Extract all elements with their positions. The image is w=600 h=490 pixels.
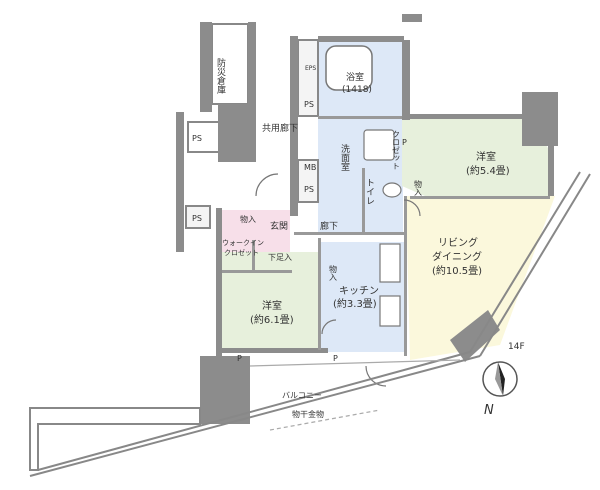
bathtub: [325, 45, 373, 91]
western-room-north-size: (約5.4畳): [466, 164, 510, 177]
p-label-2: P: [333, 354, 338, 363]
living-label-1: リビング: [438, 236, 478, 249]
living-dining-area: [406, 196, 555, 360]
kitchen-name: キッチン: [339, 285, 379, 297]
bathroom-size: (1418): [342, 85, 372, 95]
walk-in-closet-label-1: ウォークイン: [222, 239, 264, 247]
balcony: [29, 171, 591, 477]
bathroom-name: 浴室: [346, 71, 364, 83]
eps-label: EPS: [305, 65, 316, 72]
door-swings: [255, 173, 421, 387]
p-label-1: P: [237, 354, 242, 363]
stove: [379, 243, 401, 283]
ps-label-4: PS: [192, 214, 202, 223]
western-room-south-size: (約6.1畳): [250, 313, 294, 326]
washroom-label: 洗面室: [339, 143, 350, 171]
kitchen-size: (約3.3畳): [333, 297, 377, 310]
storage-label-kitchen: 物入: [329, 264, 338, 281]
kitchen-sink: [379, 295, 401, 327]
partitions: [222, 116, 550, 356]
north-compass-icon: [482, 361, 518, 397]
western-room-north-name: 洋室: [476, 150, 496, 163]
ps-label-2: PS: [304, 185, 314, 194]
floor-label: 14F: [508, 342, 525, 352]
toilet-label: トイレ: [364, 178, 375, 205]
western-room-north-area: [402, 118, 548, 196]
storage-label-entrance: 物入: [240, 214, 256, 224]
common-corridor-label: 共用廊下: [262, 122, 298, 134]
hallway-label: 廊下: [320, 220, 338, 232]
storage-label-1: 防災倉庫: [215, 57, 226, 95]
toilet-fixture: [382, 182, 402, 198]
mb-label: MB: [304, 163, 316, 172]
p-label-3: P: [402, 138, 407, 147]
storage-label-north: 物入: [414, 179, 423, 196]
living-label-2: ダイニング: [432, 250, 482, 263]
western-room-south-name: 洋室: [262, 299, 282, 312]
closet-label-north: クロゼット: [392, 130, 401, 170]
north-label: N: [484, 403, 494, 418]
shoe-cabinet-label: 下足入: [268, 253, 292, 262]
western-room-south-area: [218, 252, 320, 352]
clothes-hanger-label: 物干金物: [292, 409, 324, 419]
walk-in-closet-label-2: クロゼット: [224, 248, 259, 257]
entrance-label: 玄関: [270, 220, 288, 232]
ps-label-1: PS: [304, 100, 314, 109]
balcony-label: バルコニー: [282, 391, 322, 400]
living-size: (約10.5畳): [432, 264, 482, 277]
ps-label-3: PS: [192, 134, 202, 143]
washbasin: [363, 129, 395, 161]
ps-box-2: [185, 205, 211, 229]
